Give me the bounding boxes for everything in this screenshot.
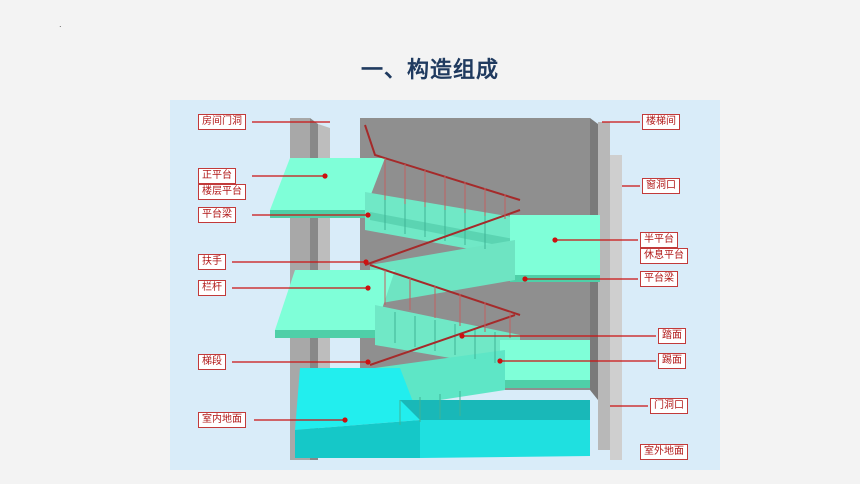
label-handrail: 扶手: [198, 254, 226, 270]
slide-marker-dot: .: [59, 20, 62, 29]
label-landing-beam-left: 平台梁: [198, 207, 236, 223]
stair-structure-illustration: [232, 118, 656, 460]
label-tread: 踏面: [658, 328, 686, 344]
label-outdoor-ground: 室外地面: [640, 444, 688, 460]
label-landing-main: 正平台: [198, 168, 236, 184]
label-room-door: 房间门洞: [198, 114, 246, 130]
label-landing-beam-right: 平台梁: [640, 271, 678, 287]
label-window-opening: 窗洞口: [642, 178, 680, 194]
page-title: 一、构造组成: [360, 58, 499, 83]
label-stairwell: 楼梯间: [642, 114, 680, 130]
label-flight: 梯段: [198, 354, 226, 370]
label-half-landing: 半平台: [640, 232, 678, 248]
label-rest-landing: 休息平台: [640, 248, 688, 264]
label-floor-landing: 楼层平台: [198, 184, 246, 200]
label-riser: 踢面: [658, 353, 686, 369]
label-indoor-floor: 室内地面: [198, 412, 246, 428]
label-balustrade: 栏杆: [198, 280, 226, 296]
label-door-opening: 门洞口: [650, 398, 688, 414]
stair-structure-figure: 房间门洞 正平台 楼层平台 平台梁 扶手 栏杆 梯段 室内地面 楼梯间 窗洞口 …: [170, 100, 720, 470]
